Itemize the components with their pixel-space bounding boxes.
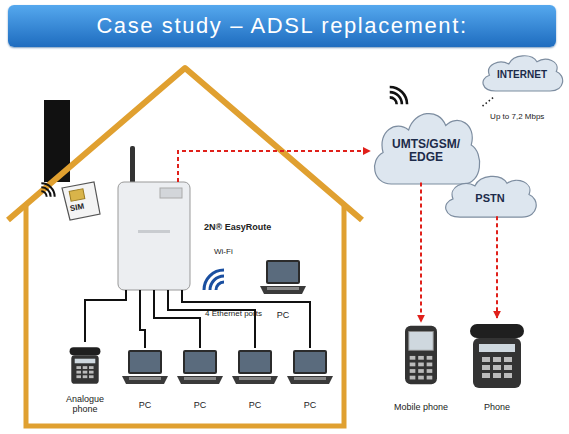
text-label: Wi-Fi <box>214 247 233 256</box>
device-label: Phone <box>467 402 527 412</box>
device-label: PC <box>120 400 170 410</box>
network-waves <box>390 87 407 104</box>
device: Analogue phone <box>55 342 115 414</box>
device-label: PC <box>175 400 225 410</box>
router-label: 2N® EasyRoute <box>204 222 271 232</box>
ethernet-cable <box>182 290 310 348</box>
title: Case study – ADSL replacement: <box>96 13 467 39</box>
laptop-icon <box>260 260 306 294</box>
device: PC <box>285 348 335 410</box>
cloud-outline <box>375 114 480 184</box>
device: PC <box>258 258 308 320</box>
wireless-link <box>178 151 370 182</box>
laptop-icon <box>232 350 278 384</box>
ethernet-cable <box>154 290 200 348</box>
network-cloud: UMTS/GSM/ EDGE <box>368 106 484 196</box>
device-label: Analogue phone <box>55 394 115 414</box>
router-waves <box>204 270 224 290</box>
cloud-label: INTERNET <box>497 68 547 81</box>
router-badge <box>160 188 182 198</box>
ethernet-cable <box>168 290 255 348</box>
device: PC <box>120 348 170 410</box>
cloud-label: UMTS/GSM/ EDGE <box>387 138 465 164</box>
cloud-label: PSTN <box>475 192 504 205</box>
laptop-icon <box>177 350 223 384</box>
router-body <box>118 182 190 290</box>
cloud-outline <box>483 56 563 91</box>
sim-waves <box>41 183 54 196</box>
network-cloud: INTERNET <box>478 52 566 97</box>
edge-label: Up to 7,2 Mbps <box>490 112 544 121</box>
sim-card <box>62 182 100 220</box>
laptop-icon <box>122 350 168 384</box>
desk-phone-icon <box>470 324 524 388</box>
ethernet-cable <box>85 290 126 342</box>
router-antenna <box>130 146 135 186</box>
dotted-link <box>483 97 494 106</box>
title-band: Case study – ADSL replacement: <box>8 5 556 47</box>
mobile-phone-icon <box>405 326 437 384</box>
router-box: 2N® EasyRoute <box>118 182 190 290</box>
router-stripe <box>138 230 170 233</box>
device-label: PC <box>258 310 308 320</box>
device: Phone <box>467 318 527 412</box>
device: Mobile phone <box>386 322 456 412</box>
sim-chip <box>69 189 85 201</box>
cloud-outline <box>446 176 537 217</box>
laptop-icon <box>287 350 333 384</box>
wireless-link <box>420 183 422 323</box>
network-cloud: PSTN <box>440 172 540 224</box>
device-label: PC <box>285 400 335 410</box>
device-label: Mobile phone <box>386 402 456 412</box>
device: PC <box>175 348 225 410</box>
device: PC <box>230 348 280 410</box>
ethernet-cable <box>140 290 145 348</box>
analogue-phone-icon <box>70 347 101 384</box>
text-label: 4 Ethernet ports <box>205 309 262 318</box>
device-label: PC <box>230 400 280 410</box>
wireless-link <box>496 216 498 318</box>
